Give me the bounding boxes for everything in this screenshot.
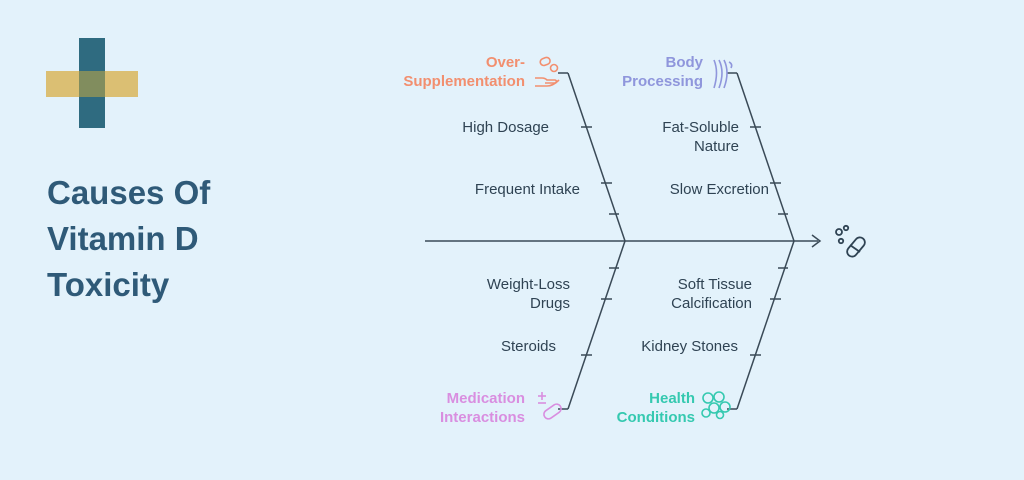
cause-kidney-stones: Kidney Stones bbox=[641, 338, 738, 355]
bone-health-conditions bbox=[736, 240, 795, 410]
cause-frequent-intake: Frequent Intake bbox=[474, 181, 580, 198]
medical-cross-icon bbox=[46, 38, 138, 128]
category-medication-interactions: Medication Interactions bbox=[440, 389, 525, 427]
category-label-line-2: Processing bbox=[622, 73, 703, 90]
cause-soft-tissue-calcification: Soft Tissue Calcification bbox=[671, 275, 752, 313]
pills-icon bbox=[835, 224, 866, 258]
cause-slow-excretion: Slow Excretion bbox=[669, 181, 769, 198]
plus-minus-pill-icon bbox=[538, 392, 562, 420]
page-title: Causes Of Vitamin D Toxicity bbox=[47, 170, 210, 308]
category-label-line-1: Body bbox=[665, 54, 704, 71]
cause-high-dosage: High Dosage bbox=[462, 119, 549, 136]
cause-fat-soluble-nature: Fat-Soluble Nature bbox=[662, 118, 739, 156]
category-health-conditions: Health Conditions bbox=[617, 389, 695, 427]
cause-weight-loss-drugs: Weight-Loss Drugs bbox=[487, 275, 570, 313]
category-label-line-1: Health bbox=[649, 390, 695, 407]
cause-line-2: Calcification bbox=[671, 295, 752, 312]
title-line-2: Vitamin D bbox=[47, 220, 199, 257]
category-label-line-2: Supplementation bbox=[403, 73, 525, 90]
title-line-1: Causes Of bbox=[47, 174, 211, 211]
bone-over-supplementation bbox=[567, 72, 626, 242]
title-line-3: Toxicity bbox=[47, 266, 170, 303]
bone-medication-interactions bbox=[567, 240, 626, 410]
cause-line-1: Weight-Loss bbox=[486, 276, 570, 293]
cause-line-2: Nature bbox=[693, 138, 739, 155]
cause-line-1: Soft Tissue bbox=[677, 276, 752, 293]
cause-line-1: Fat-Soluble bbox=[662, 119, 739, 136]
cause-steroids: Steroids bbox=[500, 338, 556, 355]
bone-body-processing bbox=[736, 72, 795, 242]
cause-line-2: Drugs bbox=[529, 295, 570, 312]
category-body-processing: Body Processing bbox=[622, 53, 703, 91]
category-label-line-1: Over- bbox=[485, 54, 525, 71]
category-label-line-2: Interactions bbox=[439, 409, 525, 426]
category-over-supplementation: Over- Supplementation bbox=[403, 53, 525, 91]
hand-pills-icon bbox=[535, 56, 560, 87]
cells-icon bbox=[701, 391, 731, 420]
category-label-line-1: Medication bbox=[446, 390, 525, 407]
kidney-icon bbox=[713, 59, 733, 89]
category-label-line-2: Conditions bbox=[616, 409, 695, 426]
spine-arrowhead bbox=[811, 234, 822, 248]
